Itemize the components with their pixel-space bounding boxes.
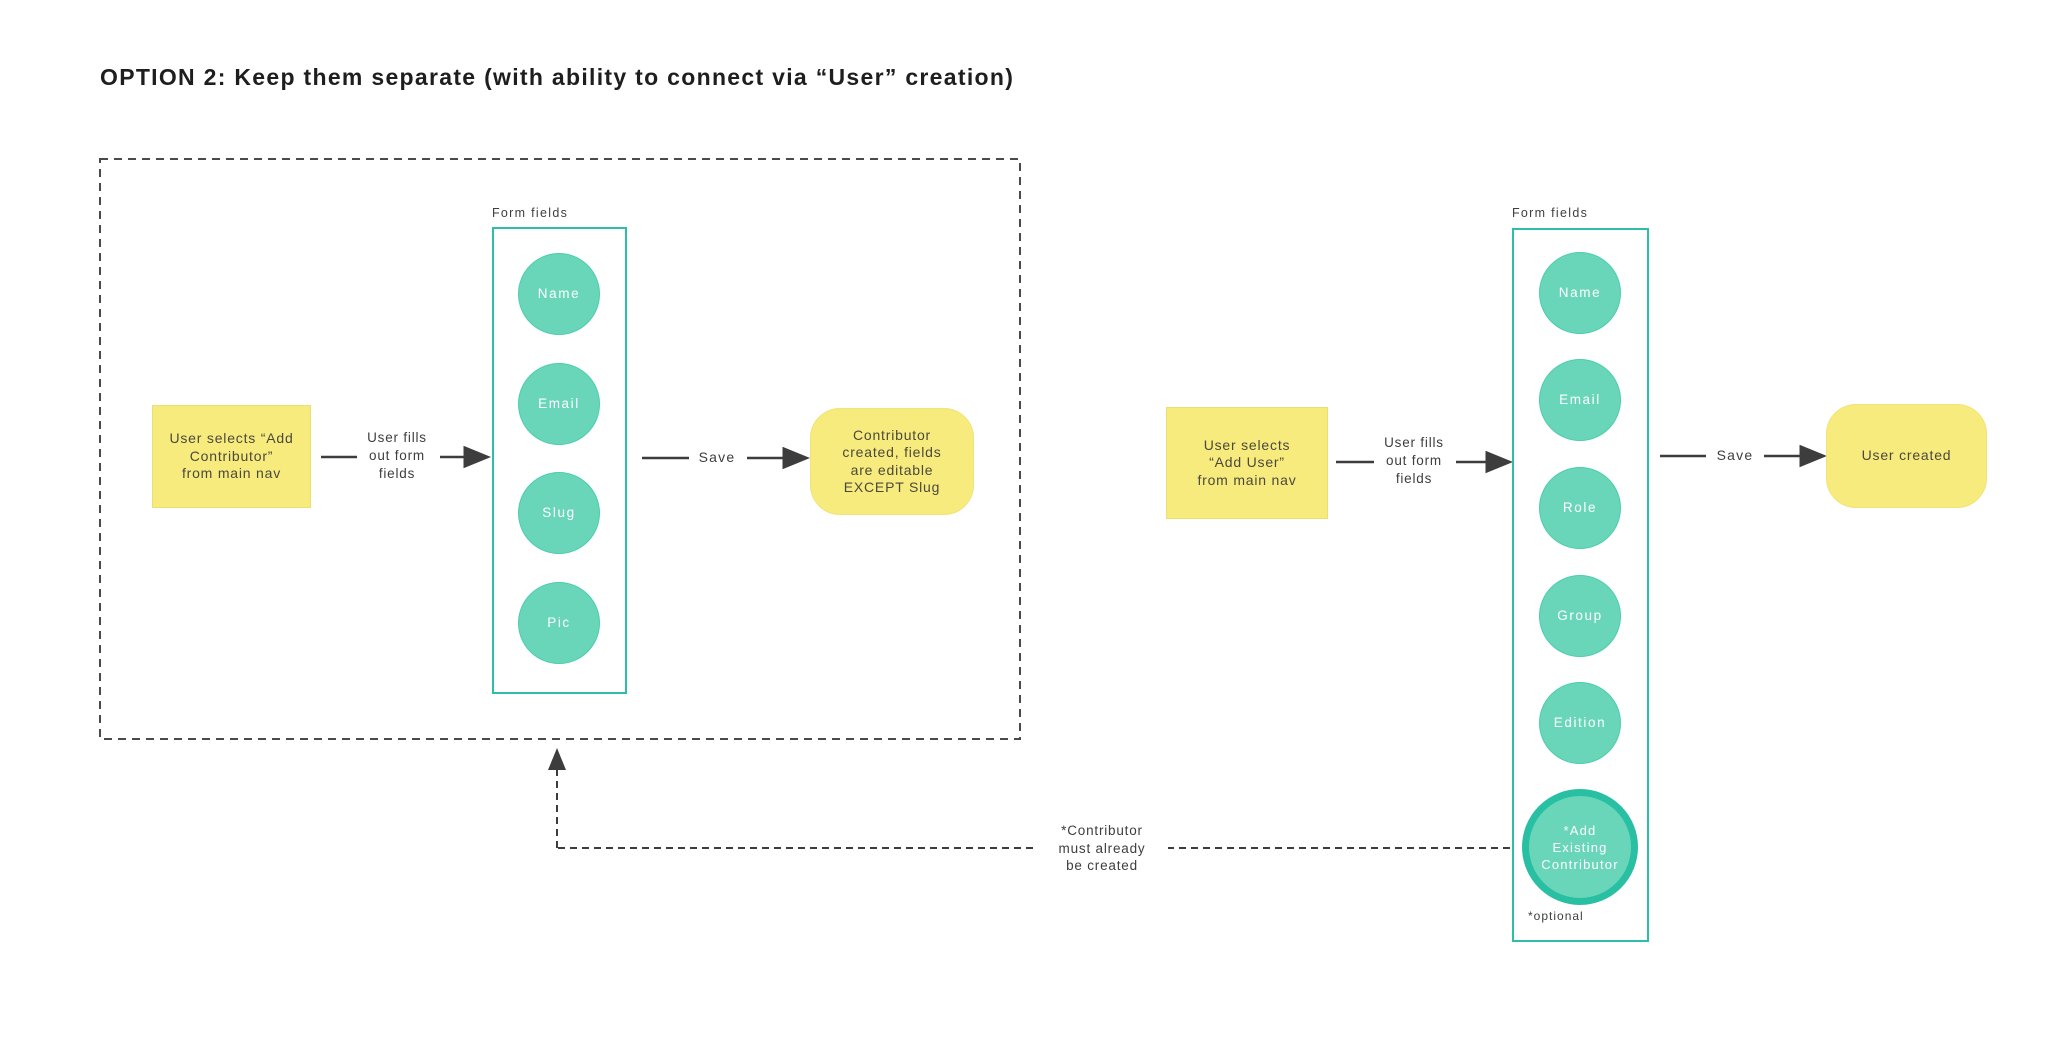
field-circle-email: Email [1539, 359, 1621, 441]
field-circle-role: Role [1539, 467, 1621, 549]
left-start-line-3: from main nav [181, 465, 282, 482]
right-result-node: User created [1826, 404, 1987, 508]
field-circle-add-existing-contributor: *Add Existing Contributor [1522, 789, 1638, 905]
connector-note: *Contributor must already be created [1040, 822, 1164, 875]
page-title: OPTION 2: Keep them separate (with abili… [100, 64, 1015, 90]
right-flow-label: User fills out form fields [1384, 435, 1444, 486]
field-circle-pic: Pic [518, 582, 600, 664]
field-circle-edition: Edition [1539, 682, 1621, 764]
field-circle-group: Group [1539, 575, 1621, 657]
right-save-label: Save [1716, 447, 1754, 463]
right-start-node: User selects “Add User” from main nav [1166, 407, 1328, 519]
field-circle-slug: Slug [518, 472, 600, 554]
left-start-line-1: User selects “Add [169, 430, 294, 447]
left-start-node: User selects “Add Contributor” from main… [152, 405, 311, 508]
left-start-line-2: Contributor” [189, 447, 274, 464]
left-flow-label: User fills out form fields [367, 430, 427, 481]
left-form-fields-label: Form fields [492, 206, 569, 220]
left-save-label: Save [698, 449, 736, 465]
dashed-container [99, 158, 1021, 740]
field-circle-name: Name [518, 253, 600, 335]
optional-note: *optional [1528, 909, 1584, 923]
field-circle-email: Email [518, 363, 600, 445]
field-circle-name: Name [1539, 252, 1621, 334]
left-result-node: Contributor created, fields are editable… [810, 408, 974, 515]
right-form-fields-label: Form fields [1512, 206, 1589, 220]
